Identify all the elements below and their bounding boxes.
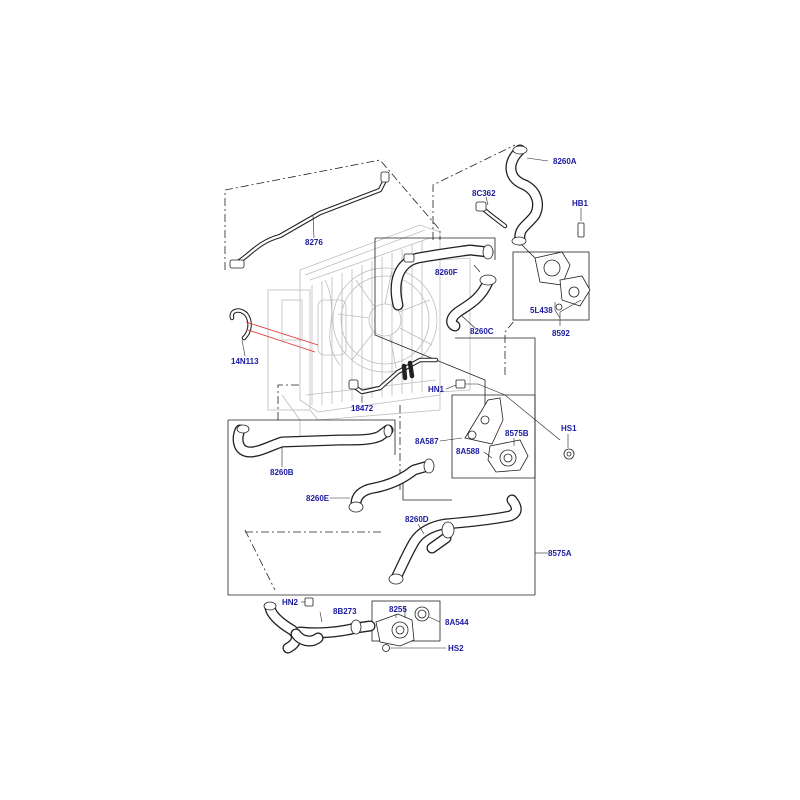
label-8B273: 8B273	[333, 607, 357, 616]
label-8260A: 8260A	[553, 157, 577, 166]
label-5L438: 5L438	[530, 306, 553, 315]
heater-pipe-18472	[348, 357, 439, 403]
label-18472: 18472	[351, 404, 374, 413]
lower-hose-8B273	[263, 601, 376, 654]
bolt-hb1	[577, 208, 585, 238]
label-8276: 8276	[305, 238, 323, 247]
label-8A587: 8A587	[415, 437, 439, 446]
label-8A588: 8A588	[456, 447, 480, 456]
pipe-8C362	[475, 196, 508, 229]
hose-8260C	[446, 274, 497, 332]
frames	[227, 237, 590, 642]
label-8575B: 8575B	[505, 429, 529, 438]
label-8260F: 8260F	[435, 268, 458, 277]
hose-8260F	[390, 244, 494, 311]
label-8255: 8255	[389, 605, 407, 614]
label-hs2: HS2	[448, 644, 464, 653]
label-8260E: 8260E	[306, 494, 330, 503]
part-labels: 8260A 8C362 HB1 8276 8260F 14N113 5L438 …	[231, 157, 589, 653]
label-hn2: HN2	[282, 598, 299, 607]
outlet-8575B	[483, 438, 529, 473]
upper-hose-8260A	[505, 144, 549, 246]
label-hn1: HN1	[428, 385, 445, 394]
nut-hn2	[301, 597, 314, 607]
leader-lines	[312, 214, 582, 618]
clip-14N113	[229, 308, 319, 357]
screw-hs2	[382, 644, 446, 652]
hose-8260D	[388, 494, 522, 585]
label-8260B: 8260B	[270, 468, 294, 477]
bleed-tube-8276	[229, 171, 390, 269]
label-hs1: HS1	[561, 424, 577, 433]
hose-8260E	[330, 458, 435, 513]
label-8260D: 8260D	[405, 515, 429, 524]
label-8592: 8592	[552, 329, 570, 338]
label-8575A: 8575A	[548, 549, 572, 558]
screw-hs1	[563, 434, 575, 460]
housing-8255	[375, 613, 415, 647]
seal-8A544	[414, 606, 441, 623]
label-8A544: 8A544	[445, 618, 469, 627]
thermostat-housing-8592	[521, 244, 591, 319]
hose-8260B	[232, 424, 394, 467]
label-14N113: 14N113	[231, 357, 259, 366]
radiator-fan-assembly	[267, 224, 471, 440]
label-8C362: 8C362	[472, 189, 496, 198]
nut-hn1	[445, 379, 561, 441]
bracket-8A587	[439, 397, 504, 445]
label-8260C: 8260C	[470, 327, 494, 336]
label-hb1: HB1	[572, 199, 589, 208]
